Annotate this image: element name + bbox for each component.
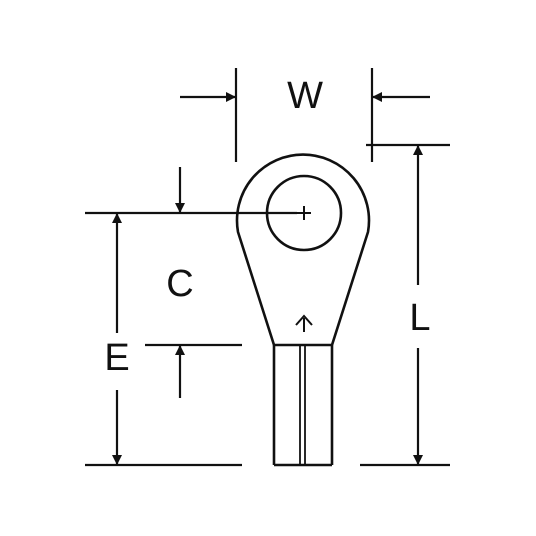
- ring-terminal: [235, 153, 371, 467]
- width-label: W: [287, 75, 323, 117]
- center-label: C: [166, 263, 193, 305]
- center-mark-icon: [297, 206, 311, 220]
- edge-label: E: [104, 337, 129, 379]
- edge-dimension: [85, 213, 242, 467]
- terminal-barrel: [272, 343, 334, 467]
- width-dimension: [180, 68, 430, 162]
- up-arrow-icon: [295, 314, 313, 332]
- length-label: L: [409, 297, 430, 339]
- terminal-outline: [235, 153, 371, 346]
- length-dimension: [360, 143, 450, 467]
